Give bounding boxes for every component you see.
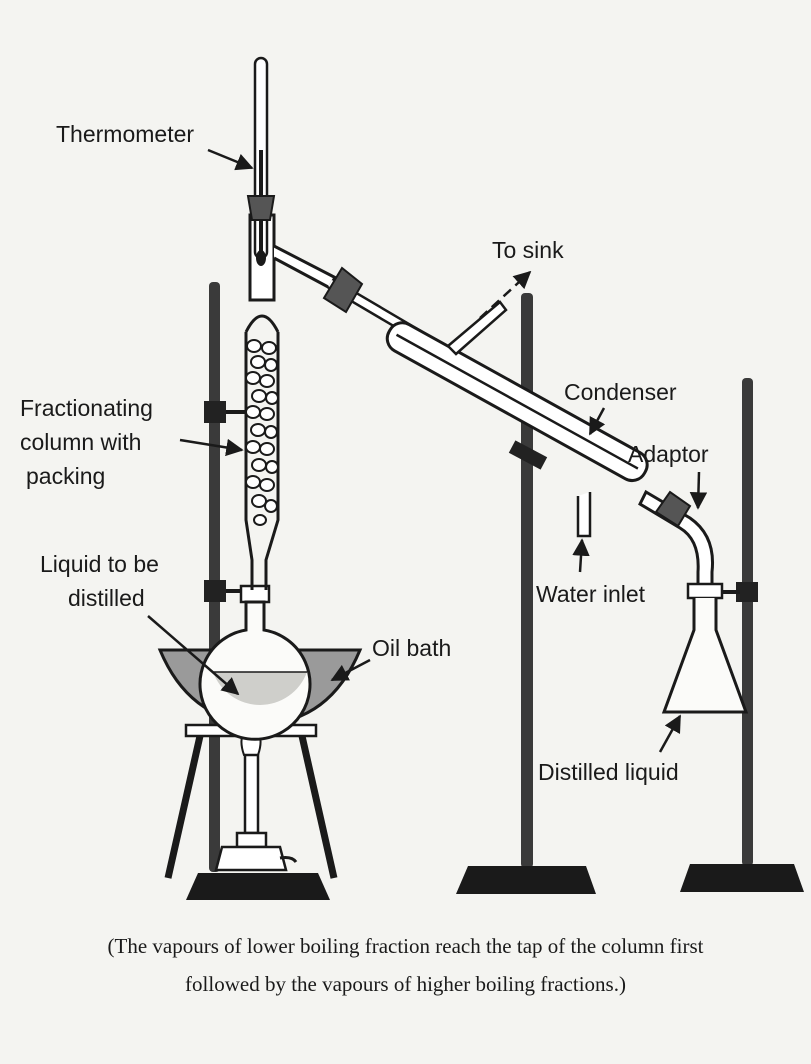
label-water-inlet: Water inlet — [536, 580, 645, 608]
label-thermometer: Thermometer — [56, 120, 194, 148]
receiving-flask — [664, 584, 746, 712]
arrow-adaptor — [698, 472, 699, 508]
adaptor-piece — [640, 492, 713, 588]
label-oil-bath: Oil bath — [372, 634, 451, 662]
label-adaptor: Adaptor — [628, 440, 709, 468]
arrow-thermometer — [208, 150, 252, 168]
condenser-tube — [382, 302, 652, 536]
arrow-water-inlet — [580, 540, 582, 572]
label-liquid-line2: distilled — [68, 584, 145, 612]
caption-line1: (The vapours of lower boiling fraction r… — [0, 932, 811, 960]
label-to-sink: To sink — [492, 236, 564, 264]
fractionating-column — [246, 316, 278, 590]
label-fractionating-line3: packing — [26, 462, 105, 490]
column-packing-beads — [246, 340, 278, 525]
bunsen-burner — [216, 728, 296, 870]
label-condenser: Condenser — [564, 378, 677, 406]
label-fractionating-line1: Fractionating — [20, 394, 153, 422]
caption-line2: followed by the vapours of higher boilin… — [0, 970, 811, 998]
label-fractionating-line2: column with — [20, 428, 141, 456]
arrow-distilled-liquid — [660, 716, 680, 752]
label-distilled-liquid: Distilled liquid — [538, 758, 679, 786]
label-liquid-line1: Liquid to be — [40, 550, 159, 578]
